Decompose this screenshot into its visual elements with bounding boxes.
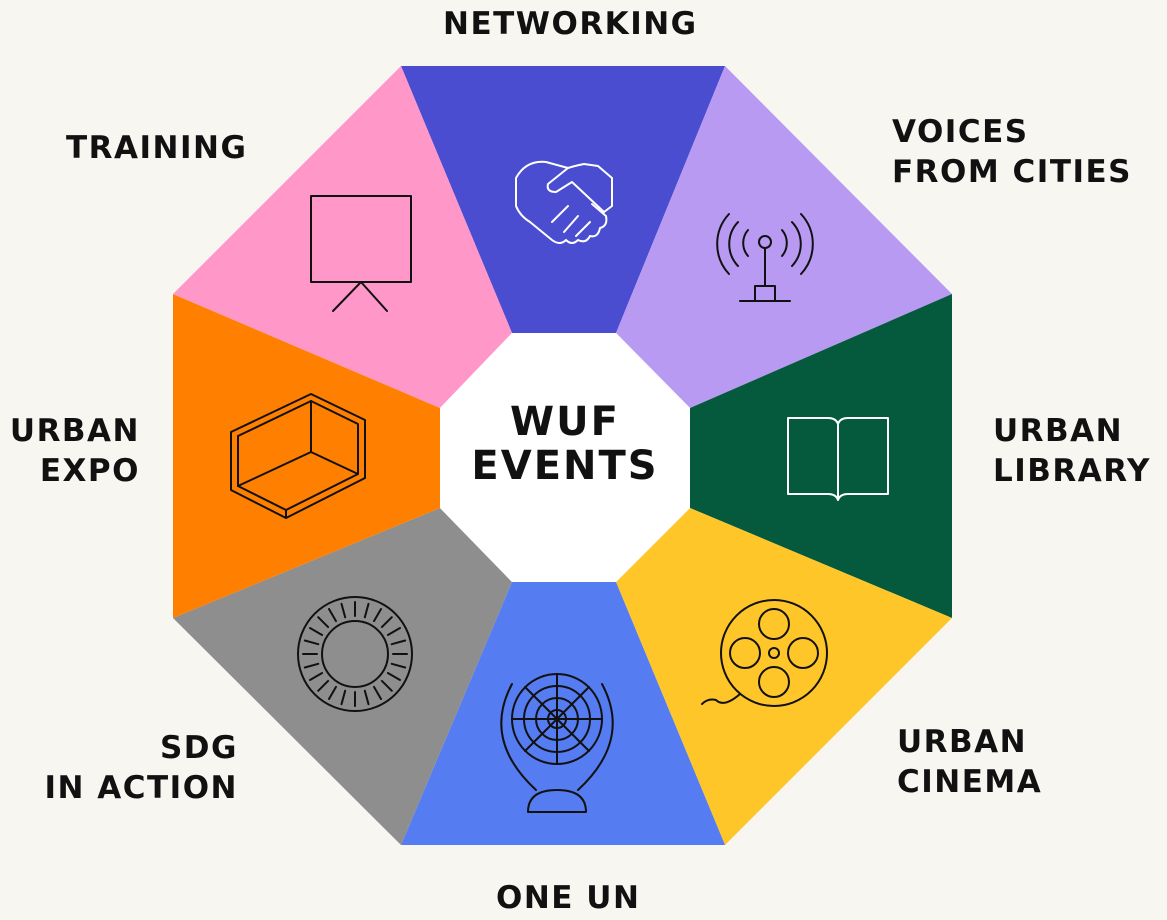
label-one-un: ONE UN <box>496 880 641 916</box>
segments <box>173 66 952 845</box>
center-title: WUF EVENTS <box>440 400 690 488</box>
sdg-wheel-tick <box>386 672 401 681</box>
sdg-wheel-tick <box>390 662 407 669</box>
sdg-wheel-tick <box>328 685 337 700</box>
broadcast-tower-icon <box>716 213 814 302</box>
label-networking: NETWORKING <box>443 6 698 42</box>
sdg-wheel-tick <box>309 672 324 681</box>
center-octagon <box>440 333 690 582</box>
sdg-wheel-tick <box>380 616 393 629</box>
center-title-line2: EVENTS <box>471 443 659 489</box>
film-reel-icon <box>701 599 828 707</box>
sdg-wheel-tick <box>373 685 382 700</box>
sdg-wheel-tick <box>328 608 337 623</box>
sdg-wheel-tick <box>317 679 330 692</box>
sdg-wheel-tick <box>363 689 370 706</box>
segment-networking <box>401 66 725 333</box>
sdg-wheel-tick <box>303 639 320 646</box>
segment-expo <box>173 294 440 618</box>
segment-voices <box>616 66 952 408</box>
sdg-wheel-tick <box>317 616 330 629</box>
un-emblem-icon <box>500 673 614 813</box>
handshake-icon <box>515 160 613 244</box>
segment-sdg <box>173 508 512 845</box>
presentation-board-icon <box>310 195 412 312</box>
sdg-wheel-tick <box>309 627 324 636</box>
sdg-wheel-tick <box>363 602 370 619</box>
segment-library <box>690 294 952 618</box>
label-urban-expo: URBAN EXPO <box>9 413 140 489</box>
sdg-wheel-tick <box>390 639 407 646</box>
sdg-wheel-icon <box>297 596 413 712</box>
segment-training <box>173 66 512 408</box>
sdg-wheel-tick <box>373 608 382 623</box>
label-voices-from-cities: VOICES FROM CITIES <box>892 114 1133 190</box>
center-title-line1: WUF <box>510 399 620 445</box>
sdg-wheel-tick <box>386 627 401 636</box>
label-urban-library: URBAN LIBRARY <box>993 413 1151 489</box>
label-sdg-in-action: SDG IN ACTION <box>44 730 238 806</box>
label-training: TRAINING <box>66 130 248 166</box>
label-urban-cinema: URBAN CINEMA <box>897 724 1043 800</box>
sdg-wheel-tick <box>380 679 393 692</box>
open-book-icon <box>787 417 889 501</box>
sdg-wheel-tick <box>303 662 320 669</box>
expo-booth-icon <box>230 393 366 519</box>
sdg-wheel-tick <box>340 602 347 619</box>
segment-cinema <box>616 508 952 845</box>
sdg-wheel-tick <box>340 689 347 706</box>
